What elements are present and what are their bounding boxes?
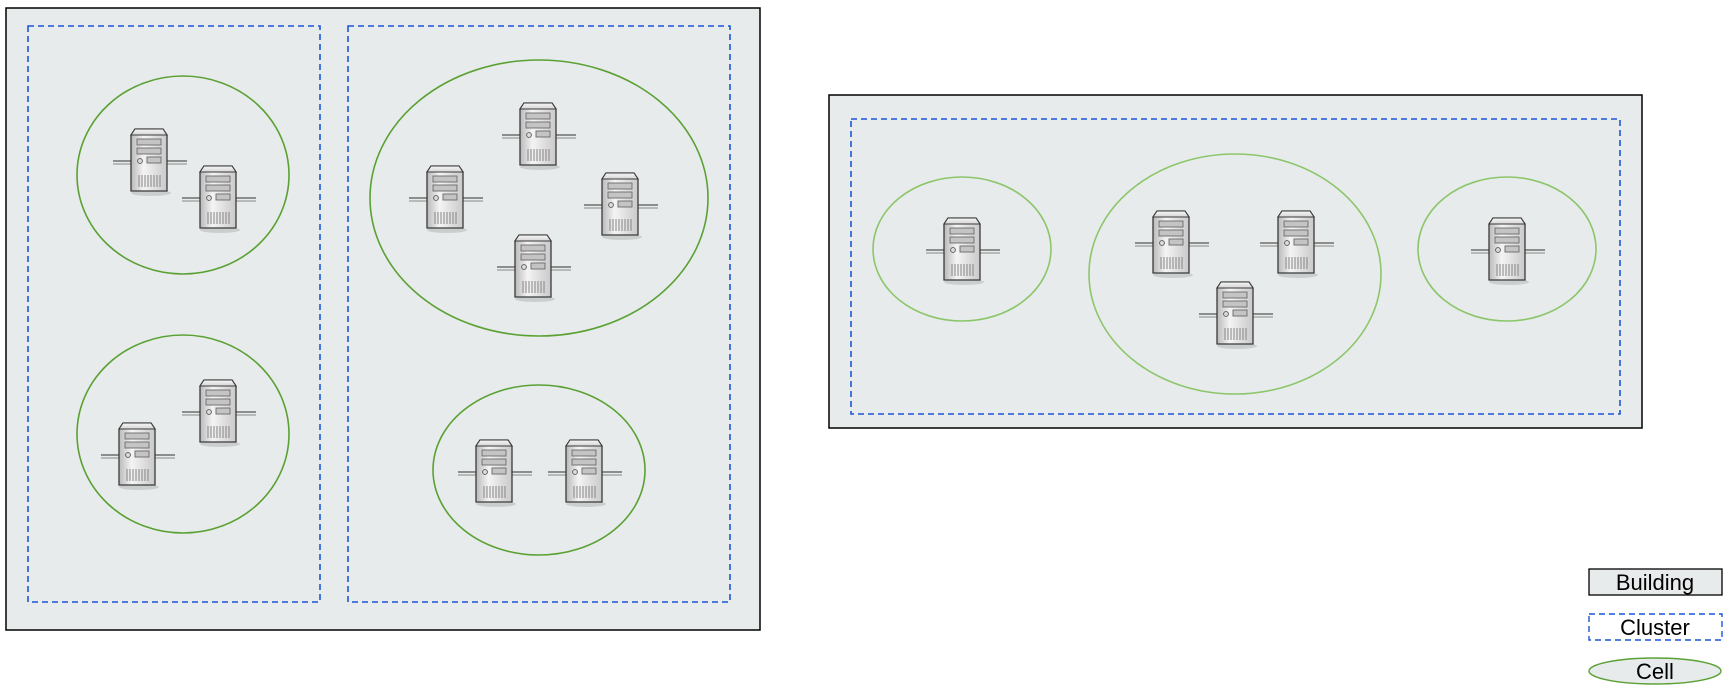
cell-ellipse bbox=[76, 334, 290, 534]
legend-building: Building bbox=[1588, 568, 1723, 596]
cell-ellipse bbox=[1088, 153, 1382, 395]
legend-cell-label: Cell bbox=[1636, 659, 1674, 684]
cluster-c bbox=[850, 118, 1621, 415]
cell-ellipse bbox=[369, 59, 709, 337]
legend-cluster-swatch bbox=[1588, 613, 1723, 641]
cell-ellipse bbox=[1417, 176, 1597, 322]
cell-ellipse bbox=[76, 75, 290, 275]
cell-b2 bbox=[432, 384, 646, 556]
legend-building-label: Building bbox=[1616, 570, 1694, 595]
building-2 bbox=[828, 94, 1643, 429]
legend-cluster-label: Cluster bbox=[1620, 615, 1690, 640]
cluster-box bbox=[347, 25, 731, 603]
cell-c2 bbox=[1088, 153, 1382, 395]
legend-building-swatch bbox=[1588, 568, 1723, 596]
building-1 bbox=[5, 7, 761, 631]
legend: Building Cluster Cell bbox=[1588, 568, 1723, 685]
legend-cell: Cell bbox=[1588, 657, 1722, 685]
cell-a1 bbox=[76, 75, 290, 275]
cluster-a bbox=[27, 25, 321, 603]
cluster-b bbox=[347, 25, 731, 603]
building-box bbox=[5, 7, 761, 631]
cell-ellipse bbox=[432, 384, 646, 556]
cell-c3 bbox=[1417, 176, 1597, 322]
cell-ellipse bbox=[872, 176, 1052, 322]
cell-c1 bbox=[872, 176, 1052, 322]
cell-b1 bbox=[369, 59, 709, 337]
legend-cluster: Cluster bbox=[1588, 613, 1723, 641]
legend-cell-swatch bbox=[1588, 657, 1722, 685]
cluster-box bbox=[27, 25, 321, 603]
cluster-box bbox=[850, 118, 1621, 415]
cell-a2 bbox=[76, 334, 290, 534]
